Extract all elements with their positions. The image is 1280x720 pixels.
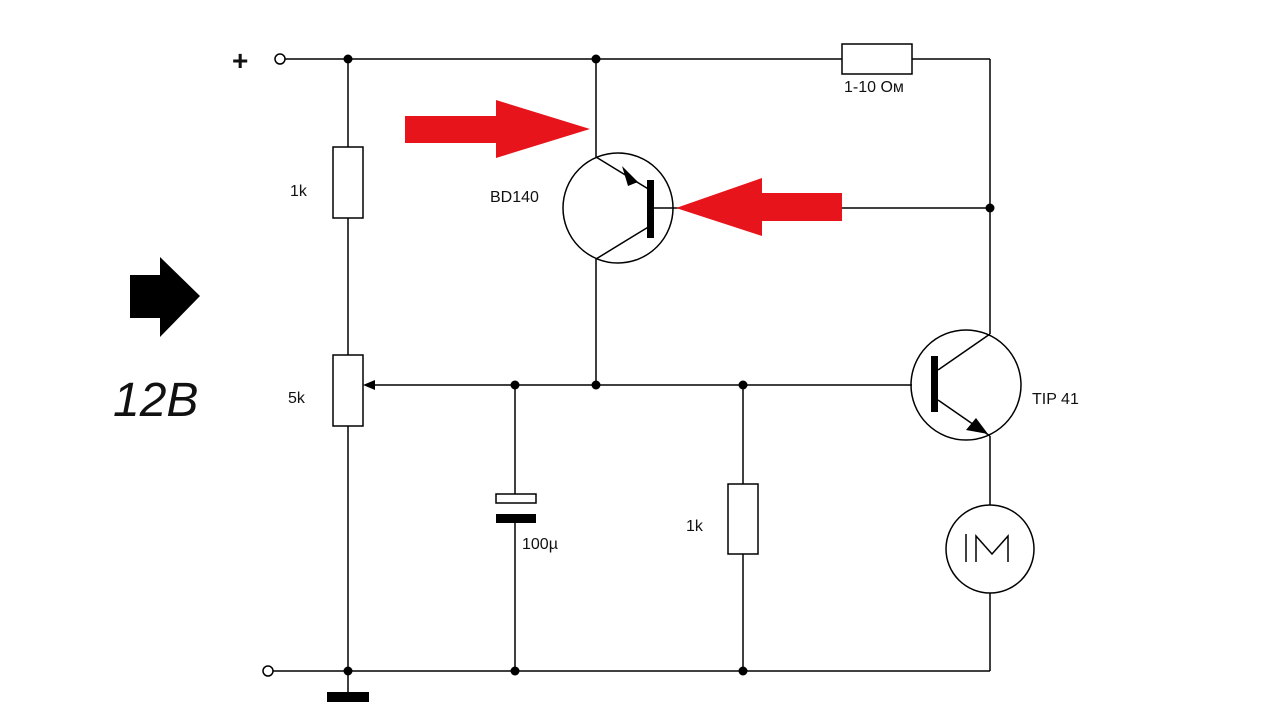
transistor-q2-label: TIP 41 <box>1032 391 1079 408</box>
ground-symbol <box>327 692 369 702</box>
resistor-load-label: 1-10 Ом <box>844 79 904 96</box>
resistor-r2 <box>727 385 759 671</box>
emitter-arrow-icon <box>966 418 988 434</box>
transistor-q2 <box>910 329 1022 505</box>
red-arrow-icon <box>676 178 842 236</box>
negative-terminal <box>262 665 274 677</box>
bottom-rail <box>273 593 991 672</box>
capacitor <box>495 385 537 671</box>
wiper-arrow-icon <box>363 380 375 390</box>
capacitor-label: 100µ <box>522 536 558 553</box>
junction-dots <box>343 54 995 676</box>
emitter-arrow-icon <box>622 166 638 186</box>
positive-terminal <box>274 53 286 65</box>
motor <box>945 504 1035 594</box>
supply-voltage-label: 12В <box>113 374 198 427</box>
resistor-r1 <box>332 146 364 219</box>
transistor-q1-label: BD140 <box>490 189 539 206</box>
resistor-r1-label: 1k <box>290 183 308 200</box>
transistor-q1 <box>562 59 990 385</box>
potentiometer-label: 5k <box>288 390 306 407</box>
resistor-r2-label: 1k <box>686 518 704 535</box>
right-arrow-icon <box>130 257 200 337</box>
positive-terminal-label: + <box>232 45 248 76</box>
resistor-load <box>841 43 913 75</box>
top-rail <box>285 58 991 334</box>
potentiometer <box>332 354 364 427</box>
red-arrow-icon <box>405 100 590 158</box>
middle-line <box>363 380 912 390</box>
